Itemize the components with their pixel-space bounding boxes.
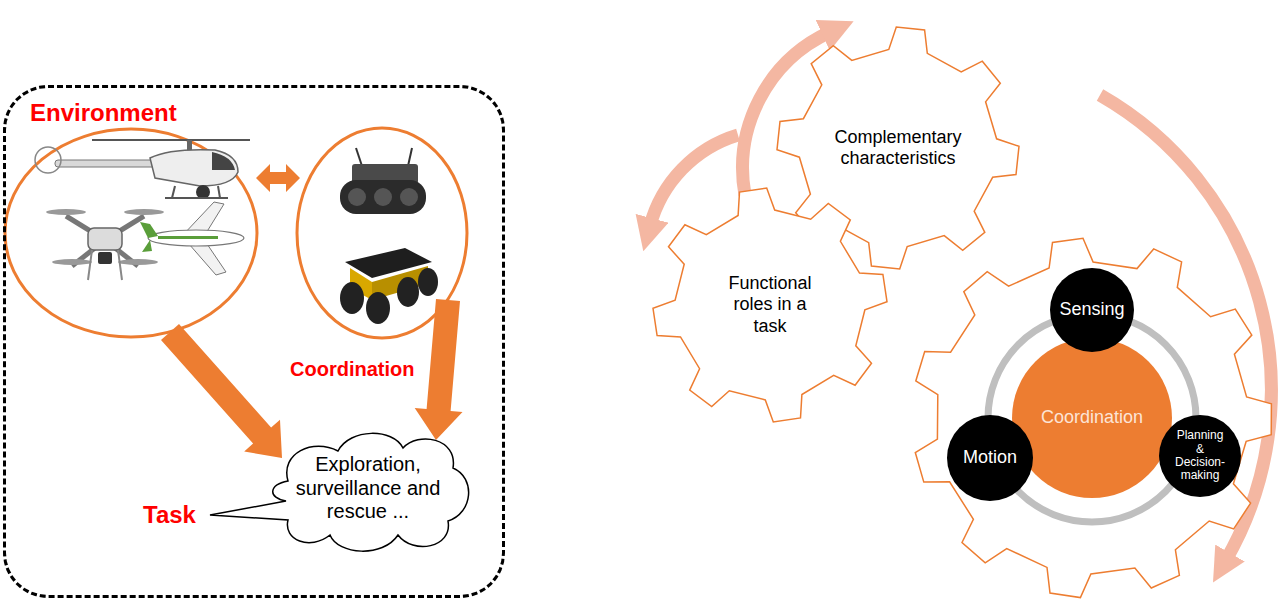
wheeled-robot — [366, 292, 390, 324]
quadcopter-drone — [88, 250, 92, 280]
uav-group — [5, 129, 257, 337]
quadcopter-drone — [88, 228, 122, 250]
helicopter-drone — [35, 147, 61, 173]
task-text: Exploration, surveillance and rescue ... — [293, 453, 443, 524]
cycle-arrows — [650, 135, 738, 226]
gear-text: Complementary characteristics — [813, 127, 983, 169]
region-heading: Environment — [30, 99, 177, 127]
tracked-robot — [356, 148, 362, 166]
quadcopter-drone — [52, 259, 92, 265]
helicopter-drone — [35, 140, 250, 199]
circle-text: Coordination — [1022, 407, 1162, 428]
environment-region: EnvironmentExploration, surveillance and… — [3, 85, 505, 598]
tracked-robot — [348, 188, 366, 206]
wheeled-robot — [340, 248, 438, 324]
function-circle: Motion — [947, 415, 1033, 501]
function-circle: Sensing — [1050, 268, 1134, 352]
cloud-outline — [210, 433, 469, 551]
gear-node: Functional roles in a task — [652, 187, 888, 423]
fixed-wing-drone — [142, 240, 152, 252]
circle-text: Sensing — [1052, 299, 1132, 320]
quadcopter-drone — [46, 209, 164, 280]
task-heading: Task — [143, 501, 196, 529]
coordination-label: Coordination — [290, 358, 414, 381]
wheeled-robot — [340, 282, 364, 314]
tracked-robot — [340, 180, 426, 214]
circle-text: Planning & Decision-making — [1172, 429, 1228, 483]
tracked-robot — [408, 148, 412, 166]
fixed-wing-drone — [148, 230, 244, 246]
helicopter-drone — [165, 197, 228, 199]
coordination-arrows — [415, 299, 463, 440]
helicopter-drone — [150, 150, 238, 186]
function-circle: Planning & Decision-making — [1159, 415, 1241, 497]
circle-text: Motion — [950, 447, 1030, 468]
quadcopter-drone — [46, 209, 86, 215]
gear-text: Functional roles in a task — [716, 273, 824, 337]
fixed-wing-drone — [140, 222, 158, 238]
tracked-robot — [374, 188, 392, 206]
wheeled-robot — [397, 277, 419, 307]
coordination-arrows — [161, 164, 463, 458]
uav-group — [5, 129, 257, 337]
quadcopter-drone — [98, 252, 112, 264]
tracked-robot — [340, 148, 426, 214]
wheeled-robot — [418, 268, 438, 296]
quadcopter-drone — [118, 250, 122, 280]
helicopter-drone — [92, 139, 250, 141]
coordination-arrows — [161, 324, 282, 458]
quadcopter-drone — [118, 259, 158, 265]
fixed-wing-drone — [140, 202, 244, 275]
gear-outline — [653, 188, 887, 422]
coordination-arrows — [256, 164, 300, 192]
large-gear — [915, 238, 1271, 597]
task-cloud: Exploration, surveillance and rescue ...… — [258, 423, 478, 558]
helicopter-drone — [212, 152, 235, 170]
tracked-robot — [400, 188, 418, 206]
coordination-circle: Coordination — [1012, 338, 1172, 498]
helicopter-drone — [196, 185, 210, 199]
helicopter-drone — [55, 160, 160, 167]
helicopter-drone — [172, 186, 175, 198]
helicopter-drone — [218, 186, 220, 198]
fixed-wing-drone — [158, 236, 218, 239]
quadcopter-drone — [124, 209, 164, 215]
